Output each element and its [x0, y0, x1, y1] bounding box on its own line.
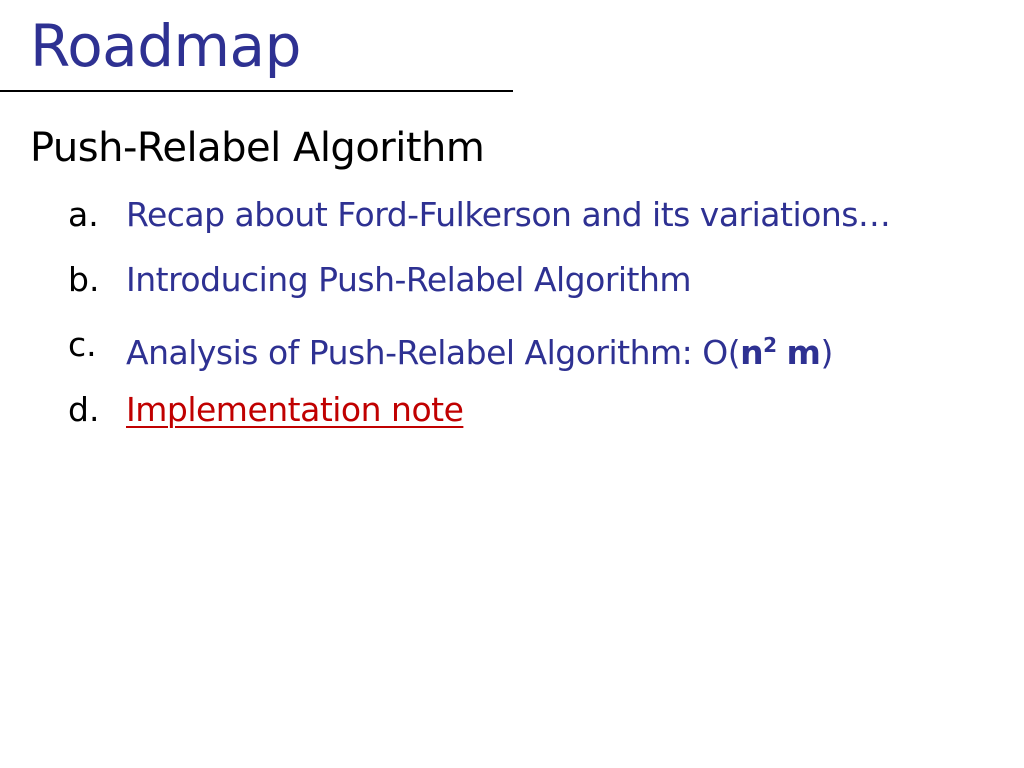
slide-title: Roadmap	[30, 12, 301, 80]
complexity-m: m	[786, 333, 821, 372]
list-item-text: Recap about Ford-Fulkerson and its varia…	[126, 195, 891, 234]
complexity-exponent: 2	[763, 333, 777, 357]
list-item-text: Introducing Push-Relabel Algorithm	[126, 260, 692, 299]
list-marker: b.	[68, 260, 100, 299]
implementation-note-link[interactable]: Implementation note	[126, 390, 464, 429]
complexity-suffix: )	[820, 333, 833, 372]
complexity-prefix: Analysis of Push-Relabel Algorithm: O(	[126, 333, 741, 372]
title-underline-rule	[0, 90, 513, 92]
complexity-n: n	[740, 333, 764, 372]
section-heading: Push-Relabel Algorithm	[30, 125, 485, 171]
list-marker: d.	[68, 390, 100, 429]
list-marker: a.	[68, 195, 99, 234]
list-marker: c.	[68, 325, 97, 364]
list-item-text: Analysis of Push-Relabel Algorithm: O(n2…	[126, 319, 833, 379]
